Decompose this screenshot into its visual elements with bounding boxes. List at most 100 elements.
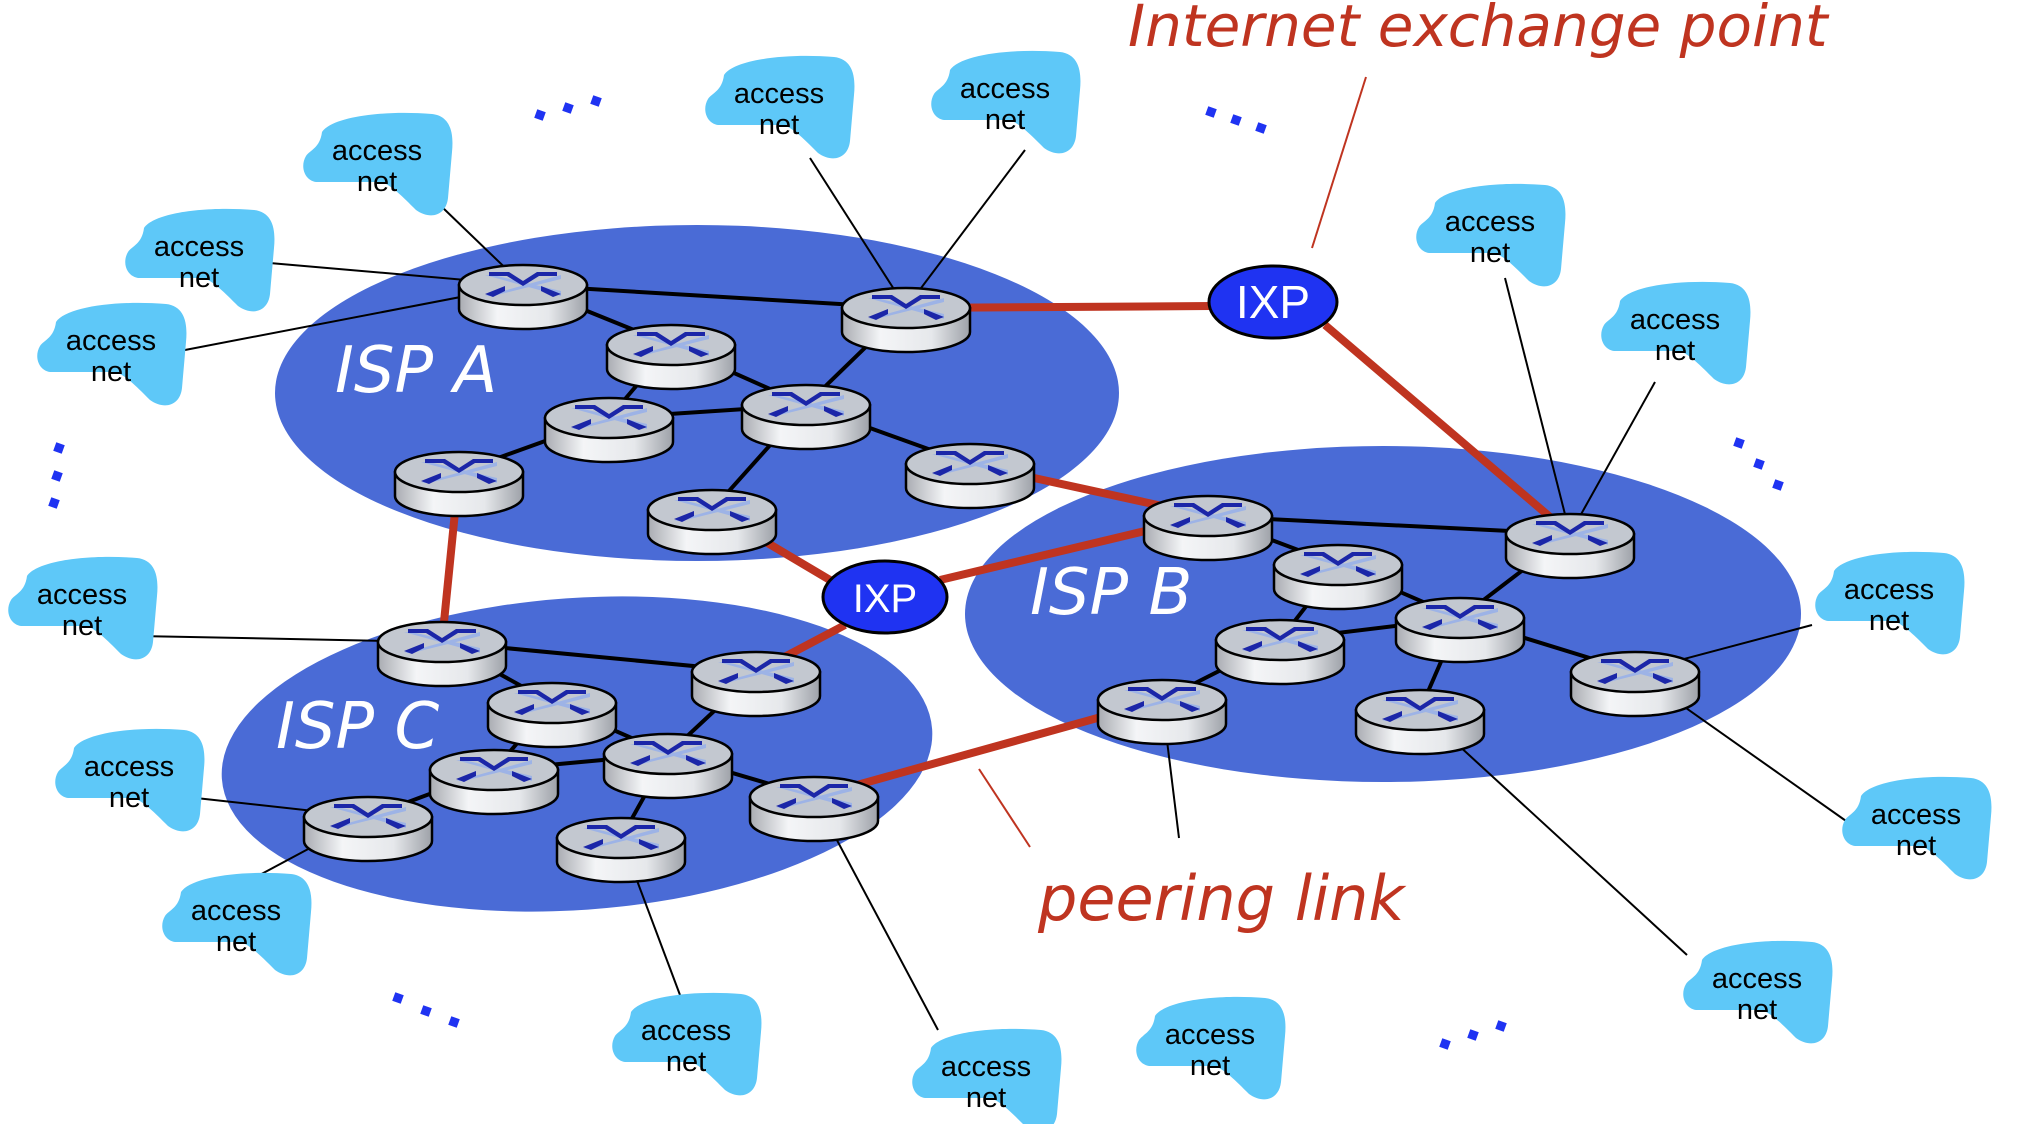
- access-net-cloud: [37, 302, 187, 406]
- access-net-cloud: [1815, 551, 1965, 655]
- access-net-label-line1: access: [1445, 206, 1535, 238]
- router: [1394, 596, 1526, 664]
- router: [1142, 494, 1274, 562]
- access-net-label-line2: net: [1869, 605, 1909, 637]
- access-net-label-line1: access: [1712, 963, 1802, 995]
- access-link: [1569, 381, 1656, 535]
- access-net-label-line1: access: [1871, 799, 1961, 831]
- access-net-cloud: [1601, 281, 1751, 385]
- ixp-top-label: IXP: [1236, 276, 1310, 328]
- router-arrows-icon: [485, 272, 561, 297]
- ixp-middle: IXP: [821, 559, 949, 635]
- ellipsis-dot: [562, 102, 574, 114]
- router-arrows-icon: [456, 757, 532, 782]
- ellipsis-dot: [448, 1016, 460, 1028]
- ellipsis-more-icon: [1439, 1020, 1507, 1050]
- access-net-label-line1: access: [84, 751, 174, 783]
- ellipsis-dot: [420, 1005, 432, 1017]
- access-net-cloud: [162, 872, 312, 976]
- ellipsis-more-icon: [48, 442, 65, 509]
- router-arrows-icon: [932, 451, 1008, 476]
- router-arrows-icon: [718, 659, 794, 684]
- peering-link: [1322, 321, 1573, 538]
- router: [602, 732, 734, 800]
- access-net-label-line2: net: [1655, 335, 1695, 367]
- access-net-cloud: [8, 556, 158, 660]
- access-link: [905, 149, 1026, 309]
- router-arrows-icon: [768, 392, 844, 417]
- router-arrows-icon: [1597, 659, 1673, 684]
- router-arrows-icon: [633, 332, 709, 357]
- ellipsis-dot: [51, 470, 63, 482]
- ellipsis-more-icon: [534, 95, 602, 121]
- ellipsis-more-icon: [1205, 106, 1267, 134]
- router-arrows-icon: [1124, 687, 1200, 712]
- access-net-label-line2: net: [1190, 1050, 1230, 1082]
- ellipsis-dot: [590, 95, 602, 107]
- ellipsis-dot: [1772, 479, 1784, 491]
- router: [1272, 543, 1404, 611]
- access-net-label-line1: access: [1630, 304, 1720, 336]
- router-arrows-icon: [404, 629, 480, 654]
- ellipsis-more-icon: [1733, 437, 1784, 491]
- router-arrows-icon: [514, 690, 590, 715]
- router: [1214, 618, 1346, 686]
- router-arrows-icon: [1422, 605, 1498, 630]
- ixp-top: IXP: [1207, 264, 1339, 340]
- router: [393, 450, 525, 518]
- access-net-label-line1: access: [37, 579, 127, 611]
- router: [1096, 678, 1228, 746]
- router: [646, 488, 778, 556]
- isp-b-label: ISP B: [1030, 556, 1192, 630]
- access-net-cloud: [912, 1028, 1062, 1124]
- isp-a-label: ISP A: [335, 334, 497, 408]
- router: [457, 263, 589, 331]
- ellipsis-more-icon: [392, 992, 460, 1028]
- router: [302, 795, 434, 863]
- router-arrows-icon: [571, 405, 647, 430]
- access-net-cloud: [612, 992, 762, 1096]
- ellipsis-dot: [1495, 1020, 1507, 1032]
- access-net-cloud: [55, 728, 205, 832]
- ellipsis-dot: [1753, 458, 1765, 470]
- access-net-label-line2: net: [179, 262, 219, 294]
- access-net-label-line2: net: [91, 356, 131, 388]
- ellipsis-dot: [392, 992, 404, 1004]
- access-net-label-line2: net: [985, 104, 1025, 136]
- router-arrows-icon: [674, 497, 750, 522]
- access-net-label-line2: net: [666, 1046, 706, 1078]
- router: [605, 323, 737, 391]
- ixp-annotation: Internet exchange point: [1128, 0, 1830, 60]
- router-arrows-icon: [583, 825, 659, 850]
- router: [555, 816, 687, 884]
- router: [748, 775, 880, 843]
- ellipsis-dot: [534, 109, 546, 121]
- access-net-label-line1: access: [641, 1015, 731, 1047]
- router-arrows-icon: [421, 459, 497, 484]
- access-net-label-line2: net: [1896, 830, 1936, 862]
- access-net-cloud: [125, 208, 275, 312]
- isp-c-label: ISP C: [276, 690, 439, 764]
- ellipsis-dot: [1733, 437, 1745, 449]
- access-net-label-line1: access: [154, 231, 244, 263]
- ellipsis-dot: [1255, 122, 1267, 134]
- access-net-cloud: [705, 55, 855, 159]
- access-net-cloud: [1842, 776, 1992, 880]
- access-net-label-line2: net: [1737, 994, 1777, 1026]
- access-net-label-line2: net: [357, 166, 397, 198]
- access-net-label-line2: net: [62, 610, 102, 642]
- router-arrows-icon: [1242, 627, 1318, 652]
- router-arrows-icon: [330, 804, 406, 829]
- access-net-cloud: [1136, 996, 1286, 1100]
